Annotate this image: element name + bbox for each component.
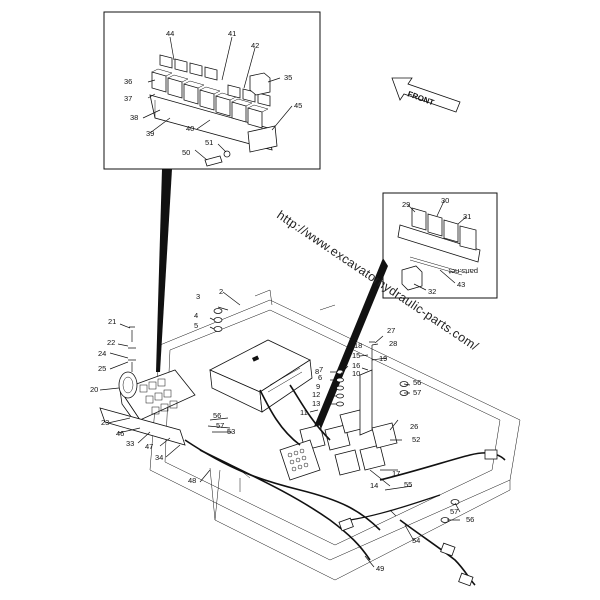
- callout-21: 21: [108, 317, 116, 326]
- callout-8: 8: [315, 367, 319, 376]
- callout-24: 24: [98, 349, 106, 358]
- inset-relay-detail: parts.net: [382, 192, 498, 299]
- callout-56: 56: [213, 411, 221, 420]
- callout-13: 13: [312, 399, 320, 408]
- main-assembly: [99, 289, 521, 587]
- callout-39: 39: [146, 129, 154, 138]
- left-block-cells: [139, 378, 178, 415]
- callout-7: 7: [319, 365, 323, 374]
- detail-link-left: [156, 169, 172, 372]
- callout-2: 2: [219, 287, 223, 296]
- callout-43: 43: [457, 280, 465, 289]
- callout-layer: 2345678910111213141516171819202122232425…: [90, 29, 474, 573]
- callout-6: 6: [318, 373, 322, 382]
- callout-34: 34: [155, 453, 163, 462]
- callout-57: 57: [450, 507, 458, 516]
- callout-19: 19: [379, 354, 387, 363]
- callout-12: 12: [312, 390, 320, 399]
- callout-48: 48: [188, 476, 196, 485]
- callout-32: 32: [428, 287, 436, 296]
- callout-44: 44: [166, 29, 174, 38]
- callout-57: 57: [216, 421, 224, 430]
- callout-35: 35: [284, 73, 292, 82]
- callout-38: 38: [130, 113, 138, 122]
- callout-31: 31: [463, 212, 471, 221]
- callout-45: 45: [294, 101, 302, 110]
- callout-55: 55: [404, 480, 412, 489]
- callout-49: 49: [376, 564, 384, 573]
- callout-54: 54: [412, 536, 420, 545]
- callout-27: 27: [387, 326, 395, 335]
- callout-46: 46: [116, 429, 124, 438]
- front-arrow: FRONT: [391, 77, 461, 113]
- callout-42: 42: [251, 41, 259, 50]
- callout-15: 15: [352, 351, 360, 360]
- callout-51: 51: [205, 138, 213, 147]
- callout-52: 52: [412, 435, 420, 444]
- callout-40: 40: [186, 124, 194, 133]
- callout-5: 5: [194, 321, 198, 330]
- callout-11: 11: [300, 408, 308, 417]
- fuse-cards: [159, 54, 271, 107]
- callout-9: 9: [316, 382, 320, 391]
- callout-17: 17: [392, 469, 400, 478]
- callout-37: 37: [124, 94, 132, 103]
- relay-row: [151, 68, 269, 129]
- callout-22: 22: [107, 338, 115, 347]
- callout-29: 29: [402, 200, 410, 209]
- callout-26: 26: [410, 422, 418, 431]
- callout-30: 30: [441, 196, 449, 205]
- callout-18: 18: [354, 341, 362, 350]
- callout-10: 10: [352, 369, 360, 378]
- callout-33: 33: [126, 439, 134, 448]
- callout-20: 20: [90, 385, 98, 394]
- inset-caption: parts.net: [448, 267, 478, 276]
- callout-57: 57: [413, 388, 421, 397]
- callout-14: 14: [370, 481, 378, 490]
- callout-16: 16: [352, 361, 360, 370]
- callout-53: 53: [227, 427, 235, 436]
- callout-50: 50: [182, 148, 190, 157]
- detail-link-right: [306, 258, 388, 446]
- callout-56: 56: [466, 515, 474, 524]
- callout-47: 47: [145, 442, 153, 451]
- connector-grid: [287, 448, 309, 472]
- callout-25: 25: [98, 364, 106, 373]
- callout-3: 3: [196, 292, 200, 301]
- callout-23: 23: [101, 418, 109, 427]
- callout-41: 41: [228, 29, 236, 38]
- callout-28: 28: [389, 339, 397, 348]
- inset-relay-panel: [103, 11, 321, 170]
- callout-36: 36: [124, 77, 132, 86]
- callout-4: 4: [194, 311, 198, 320]
- callout-56: 56: [413, 378, 421, 387]
